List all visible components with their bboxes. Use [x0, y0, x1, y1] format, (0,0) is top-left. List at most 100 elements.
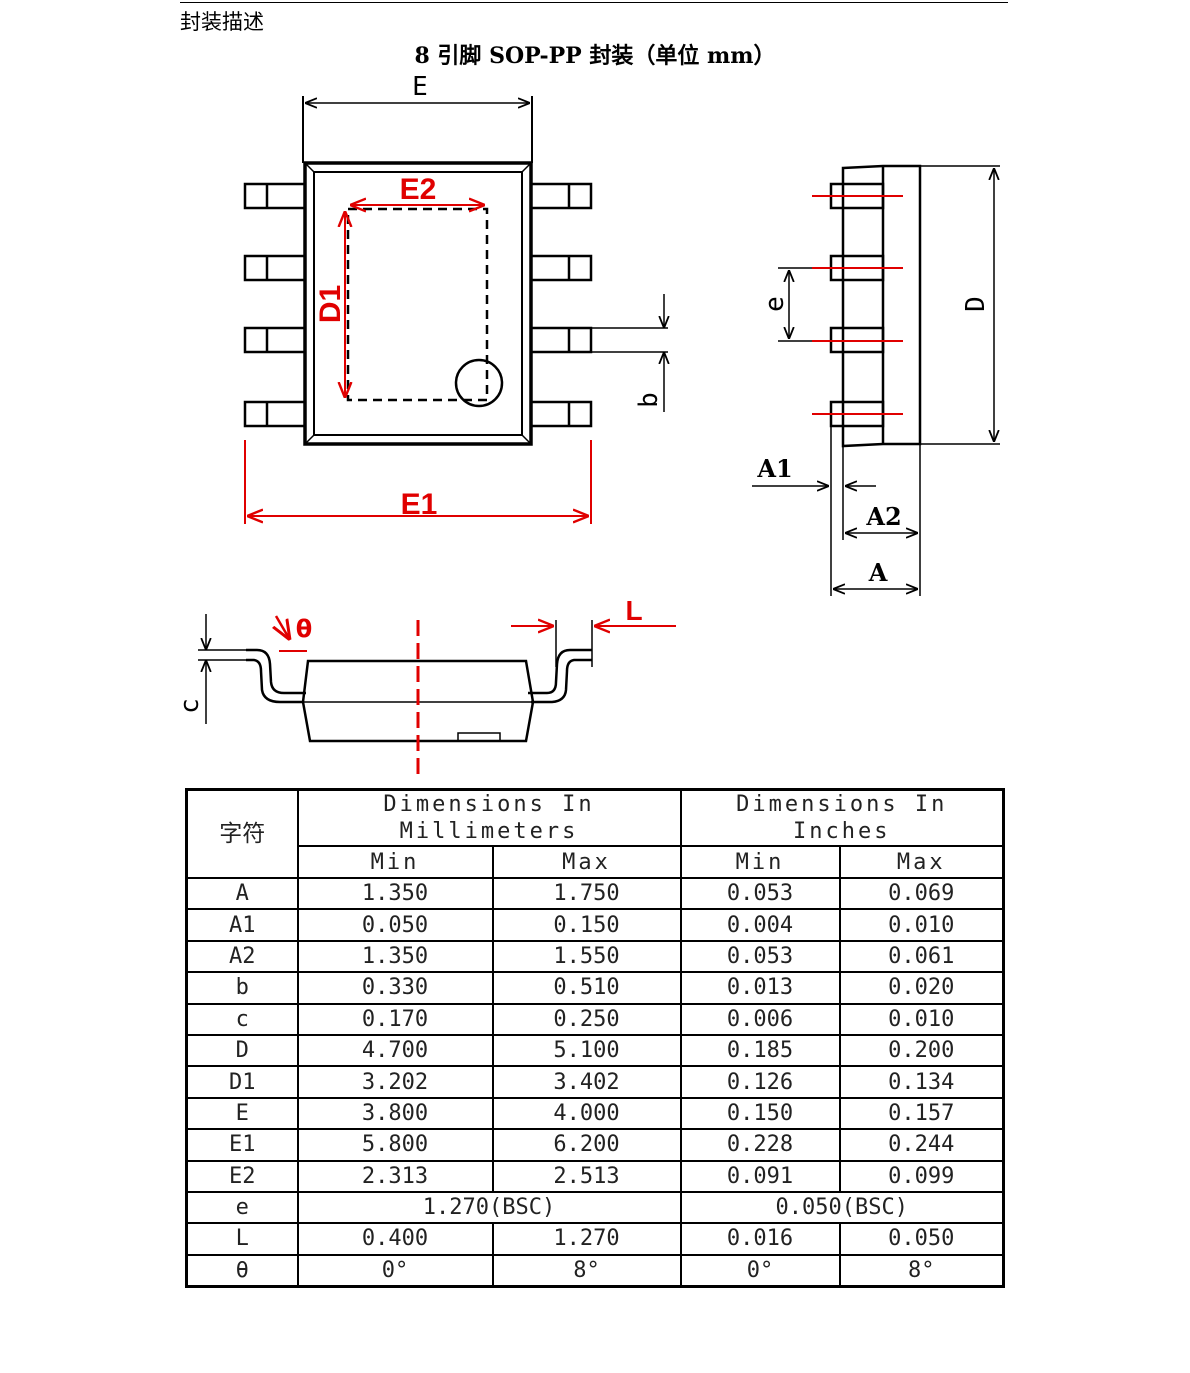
mm-min-value: 4.700	[296, 1033, 494, 1068]
mm-min-value: 0.050	[296, 908, 494, 942]
mm-header: Dimensions In Millimeters	[296, 788, 682, 847]
in-min-value: 0.091	[679, 1159, 841, 1193]
row-symbol: D	[185, 1033, 299, 1068]
package-drawing: E E2 D1 E1 b e D A1 A2 A	[175, 72, 1000, 780]
label-E: E	[412, 72, 428, 102]
in-max-value: 0.069	[838, 876, 1005, 911]
in-min-header: Min	[679, 845, 841, 879]
in-min-value: 0.013	[679, 971, 841, 1005]
in-max-value: 0.134	[838, 1065, 1005, 1099]
mm-max-value: 2.513	[491, 1159, 682, 1193]
section-title: 封装描述	[180, 10, 264, 34]
mm-min-header: Min	[296, 845, 494, 879]
mm-max-value: 0.510	[491, 971, 682, 1005]
label-A1: A1	[756, 454, 792, 483]
mm-max-value: 1.750	[491, 876, 682, 911]
mm-max-value: 6.200	[491, 1128, 682, 1162]
row-symbol: E1	[185, 1128, 299, 1162]
mm-max-value: 1.550	[491, 939, 682, 974]
in-min-value: 0.053	[679, 876, 841, 911]
in-max-value: 0.157	[838, 1096, 1005, 1131]
side-view-pin-centerlines	[812, 195, 903, 415]
mm-max-value: 8°	[491, 1253, 682, 1288]
mm-min-value: 1.350	[296, 876, 494, 911]
label-L: L	[625, 595, 642, 626]
package-title: 8 引脚 SOP-PP 封装（单位 mm）	[414, 43, 776, 69]
right-pins	[529, 182, 593, 428]
in-bsc-value: 0.050(BSC)	[679, 1190, 1005, 1225]
label-E2: E2	[400, 173, 437, 206]
row-symbol: A	[185, 876, 299, 911]
row-symbol: E2	[185, 1159, 299, 1193]
in-min-value: 0.016	[679, 1222, 841, 1256]
mm-min-value: 3.202	[296, 1065, 494, 1099]
in-max-value: 0.244	[838, 1128, 1005, 1162]
top-view-red-dims	[244, 205, 592, 524]
row-symbol: E	[185, 1096, 299, 1131]
mm-min-value: 3.800	[296, 1096, 494, 1131]
exposed-pad	[346, 207, 489, 402]
in-max-value: 0.010	[838, 908, 1005, 942]
mm-min-value: 0.400	[296, 1222, 494, 1256]
in-max-value: 0.200	[838, 1033, 1005, 1068]
in-min-value: 0.228	[679, 1128, 841, 1162]
in-min-value: 0.126	[679, 1065, 841, 1099]
front-view	[198, 614, 593, 743]
row-symbol: L	[185, 1222, 299, 1256]
in-min-value: 0°	[679, 1253, 841, 1288]
mm-min-value: 1.350	[296, 939, 494, 974]
mm-max-value: 0.250	[491, 1002, 682, 1036]
row-symbol: b	[185, 971, 299, 1005]
in-max-header: Max	[838, 845, 1005, 879]
table-subheader-row: Min Max Min Max	[187, 845, 1005, 879]
mm-max-value: 0.150	[491, 908, 682, 942]
mm-max-value: 3.402	[491, 1065, 682, 1099]
label-E1: E1	[401, 488, 438, 521]
mm-max-value: 1.270	[491, 1222, 682, 1256]
in-min-value: 0.150	[679, 1096, 841, 1131]
table-header-row: 字符 Dimensions In Millimeters Dimensions …	[185, 788, 1005, 879]
front-view-red	[276, 615, 676, 780]
row-symbol: e	[185, 1190, 299, 1225]
mm-min-value: 2.313	[296, 1159, 494, 1193]
label-A2: A2	[865, 502, 901, 531]
label-D: D	[961, 296, 991, 312]
package-body	[303, 161, 533, 446]
in-min-value: 0.004	[679, 908, 841, 942]
pin1-marker	[454, 358, 504, 408]
in-min-value: 0.053	[679, 939, 841, 974]
label-theta: θ	[296, 615, 313, 643]
mm-max-value: 4.000	[491, 1096, 682, 1131]
row-symbol: A1	[185, 908, 299, 942]
top-rule	[180, 2, 1008, 3]
row-symbol: θ	[185, 1253, 299, 1288]
in-max-value: 0.010	[838, 1002, 1005, 1036]
label-A: A	[868, 558, 888, 587]
symbol-header: 字符	[185, 788, 299, 879]
label-D1: D1	[314, 285, 347, 323]
in-min-value: 0.185	[679, 1033, 841, 1068]
in-min-value: 0.006	[679, 1002, 841, 1036]
in-max-value: 0.099	[838, 1159, 1005, 1193]
top-view	[243, 96, 668, 446]
in-max-value: 8°	[838, 1253, 1005, 1288]
in-max-value: 0.050	[838, 1222, 1005, 1256]
mm-max-header: Max	[491, 845, 682, 879]
inch-header: Dimensions In Inches	[679, 788, 1005, 847]
in-max-value: 0.061	[838, 939, 1005, 974]
mm-bsc-value: 1.270(BSC)	[296, 1190, 682, 1225]
mm-max-value: 5.100	[491, 1033, 682, 1068]
side-view	[752, 164, 1000, 596]
row-symbol: A2	[185, 939, 299, 974]
in-max-value: 0.020	[838, 971, 1005, 1005]
